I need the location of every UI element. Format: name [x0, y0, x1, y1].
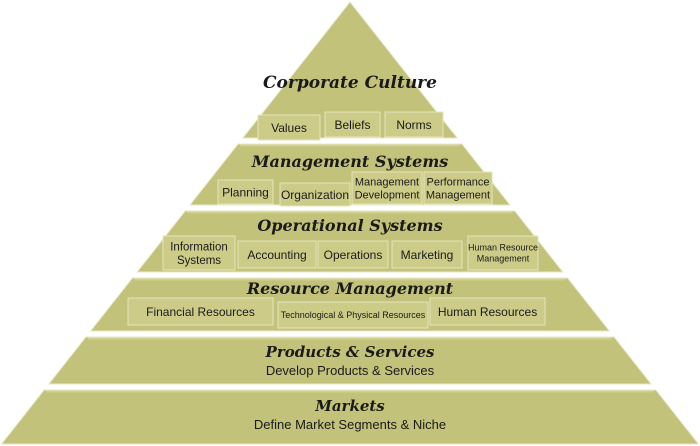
cell-box — [217, 179, 274, 205]
cell-label-operational-systems: Operations — [324, 248, 383, 262]
cell-label-resource-management: Financial Resources — [146, 305, 255, 319]
cell-label-management-systems: Organization — [281, 188, 349, 202]
cell-box — [423, 171, 493, 205]
cell-label-corporate-culture: Norms — [396, 118, 431, 132]
cell-label-management-systems: Management — [355, 176, 419, 188]
cell-label-corporate-culture: Values — [271, 121, 307, 135]
tier-subtitle-markets: Define Market Segments & Niche — [254, 417, 446, 432]
cell-label-management-systems: Performance — [427, 176, 490, 188]
cell-box — [391, 240, 463, 269]
cell-box — [127, 297, 274, 326]
tier-title-markets: Markets — [314, 397, 385, 415]
tier-title-management-systems: Management Systems — [251, 152, 449, 171]
cell-label-operational-systems: Accounting — [247, 248, 306, 262]
cell-label-management-systems: Development — [355, 189, 420, 201]
cell-box — [279, 182, 351, 207]
cell-label-management-systems: Management — [426, 189, 490, 201]
cell-box — [237, 240, 317, 269]
tier-title-operational-systems: Operational Systems — [257, 216, 442, 235]
cell-box — [257, 114, 321, 141]
cell-label-resource-management: Human Resources — [438, 305, 537, 319]
tier-band-products-services — [47, 336, 653, 385]
tier-title-products-services: Products & Services — [265, 343, 435, 361]
tier-band-corporate-culture — [241, 1, 459, 139]
cell-label-resource-management: Technological & Physical Resources — [281, 310, 426, 320]
cell-label-operational-systems: Systems — [177, 255, 221, 267]
tier-title-corporate-culture: Corporate Culture — [263, 73, 437, 93]
cell-box — [324, 111, 381, 138]
cell-label-management-systems: Planning — [222, 185, 269, 199]
cell-label-corporate-culture: Beliefs — [334, 118, 370, 132]
cell-label-operational-systems: Marketing — [401, 248, 454, 262]
cell-box — [351, 171, 423, 205]
cell-box — [429, 297, 546, 326]
cell-label-operational-systems: Information — [170, 241, 228, 253]
cell-label-operational-systems: Human Resource — [468, 243, 538, 253]
cell-box — [162, 235, 236, 271]
cell-box — [317, 240, 389, 269]
cell-label-operational-systems: Management — [477, 254, 530, 264]
cell-box — [384, 111, 444, 138]
cell-box — [277, 301, 429, 329]
tier-band-markets — [0, 389, 700, 445]
tier-subtitle-products-services: Develop Products & Services — [266, 363, 435, 378]
cell-box — [467, 235, 539, 271]
tier-title-resource-management: Resource Management — [246, 279, 454, 298]
